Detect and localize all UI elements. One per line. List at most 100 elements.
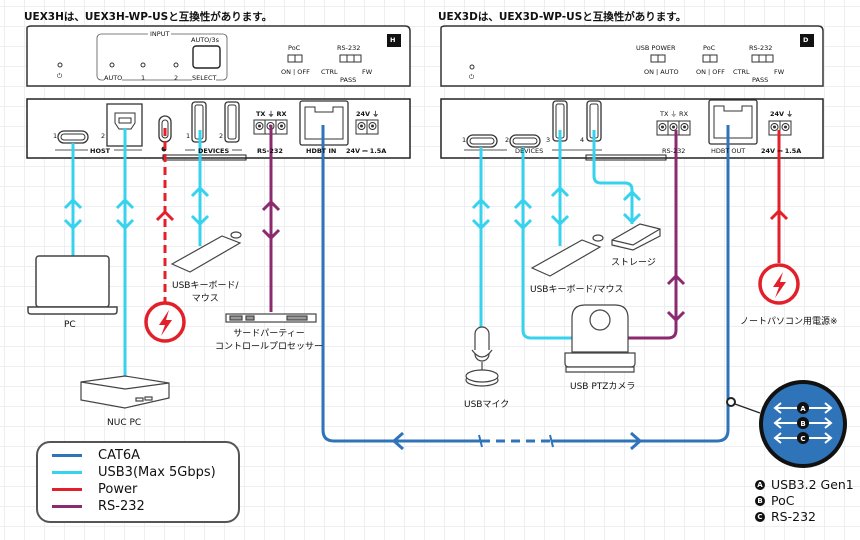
nuc-pc-label: NUC PC	[107, 418, 142, 428]
device-port-1-label: 1	[186, 132, 191, 140]
rs232-front-label: RS-232	[337, 44, 361, 52]
legend-item-rs232: RS-232	[52, 499, 145, 514]
controller-label: サードパーティー コントロールプロセッサー	[215, 329, 324, 352]
legend-swatch	[52, 471, 82, 474]
fw-label: FW	[362, 68, 373, 76]
host-port-1-label: 1	[53, 132, 58, 140]
laptop-icon	[27, 255, 118, 315]
legend: CAT6A USB3(Max 5Gbps) Power RS-232	[36, 441, 240, 523]
transmitter-front-panel	[26, 25, 411, 87]
key-b: B	[800, 420, 805, 428]
legend-swatch	[52, 488, 82, 491]
power-cables	[155, 128, 789, 302]
rx-pass-label: PASS	[752, 76, 769, 84]
keyboard-icon-tx	[170, 231, 242, 273]
rx-poc-switch-label: ON | OFF	[696, 68, 725, 76]
cable-key-c: C RS-232	[755, 509, 816, 524]
device-port-2-label: 2	[219, 132, 224, 140]
key-c: C	[800, 435, 805, 443]
legend-item-cat6a: CAT6A	[52, 448, 140, 463]
usb-power-switch-label: ON | AUTO	[644, 68, 679, 76]
rx-poc-label: PoC	[703, 44, 716, 52]
key-label: PoC	[771, 493, 795, 508]
receiver-rear-panel	[440, 98, 824, 161]
rx-device-port-1-label: 1	[462, 136, 467, 144]
rx-ctrl-label: CTRL	[733, 68, 750, 76]
rx-rs232-pins-label: TX ⏚ RX	[660, 110, 689, 118]
select-button[interactable]	[192, 45, 221, 69]
power-pins-label: 24V ⏚	[356, 110, 379, 118]
led-label-1: 1	[141, 74, 146, 82]
rx-rs232-rear-label: RS-232	[662, 147, 686, 155]
legend-swatch	[52, 505, 82, 508]
ctrl-label: CTRL	[321, 68, 338, 76]
cable-key-b: B PoC	[755, 493, 794, 508]
rx-power-pins-label: 24V ⏚	[770, 110, 793, 118]
keyboard-rx-label: USBキーボード/マウス	[530, 285, 624, 295]
devices-label: DEVICES	[198, 147, 230, 155]
rx-badge: D	[803, 36, 809, 44]
rx-devices-label: DEVICES	[515, 147, 544, 155]
receiver-front-panel	[440, 25, 824, 87]
host-label: HOST	[90, 147, 111, 155]
rx-power-icon: ⏻	[469, 73, 475, 81]
legend-label: RS-232	[98, 499, 145, 514]
rx-fw-label: FW	[774, 68, 785, 76]
rs232-cables	[261, 125, 686, 340]
usb3-cables-tx	[63, 128, 210, 378]
cable-key-a: A USB3.2 Gen1	[755, 477, 854, 492]
led-label-2: 2	[174, 74, 179, 82]
usb3-cables-rx	[471, 130, 642, 340]
storage-label: ストレージ	[611, 258, 656, 268]
legend-label: CAT6A	[98, 448, 141, 463]
legend-swatch	[52, 454, 82, 457]
tx-badge: H	[390, 36, 396, 44]
power-rating-label: 24V ⎓ 1.5A	[346, 147, 387, 155]
pass-label: PASS	[340, 76, 357, 84]
nuc-pc-icon	[80, 375, 170, 409]
controller-icon	[225, 313, 317, 323]
power-source-tx	[144, 301, 186, 343]
keyboard-tx-label: USBキーボード/ マウス	[172, 281, 239, 304]
rx-device-port-4-label: 4	[580, 136, 585, 144]
key-a: A	[800, 405, 806, 413]
legend-label: Power	[98, 482, 138, 497]
transmitter-caption: UEX3Hは、UEX3H-WP-USと互換性があります。	[24, 11, 273, 23]
microphone-icon	[465, 326, 499, 387]
hdbt-out-label: HDBT OUT	[711, 147, 746, 155]
poc-label: PoC	[288, 44, 301, 52]
legend-item-power: Power	[52, 482, 137, 497]
camera-label: USB PTZカメラ	[570, 382, 636, 392]
rx-rs232-switch[interactable]	[751, 54, 774, 63]
rs232-pins-label: TX ⏚ RX	[256, 110, 287, 118]
transmitter-rear-panel	[26, 98, 411, 161]
poc-switch-label: ON | OFF	[281, 68, 310, 76]
cable-cross-section: A B C	[726, 380, 847, 468]
host-port-2-label: 2	[101, 132, 106, 140]
key-label: USB3.2 Gen1	[771, 477, 854, 492]
laptop-power-label: ノートパソコン用電源※	[740, 317, 838, 327]
rx-power-rating-label: 24V ⎓ 1.5A	[761, 147, 802, 155]
power-source-rx	[758, 263, 800, 305]
key-dot: C	[755, 511, 765, 522]
rx-device-port-2-label: 2	[505, 136, 510, 144]
rx-rs232-front-label: RS-232	[749, 44, 773, 52]
receiver-caption: UEX3Dは、UEX3D-WP-USと互換性があります。	[438, 11, 687, 23]
led-label-auto: AUTO	[104, 74, 123, 82]
select-label: SELECT	[192, 74, 217, 82]
key-label: RS-232	[771, 509, 816, 524]
key-dot: B	[755, 495, 765, 506]
mic-label: USBマイク	[464, 400, 510, 410]
hdbt-in-label: HDBT IN	[306, 147, 337, 155]
ptz-camera-icon	[564, 304, 636, 373]
key-dot: A	[755, 479, 765, 490]
rx-device-port-3-label: 3	[546, 136, 551, 144]
storage-icon	[611, 223, 661, 251]
rs232-switch[interactable]	[339, 54, 362, 63]
power-icon: ⏻	[57, 72, 63, 80]
pc-label: PC	[64, 320, 76, 330]
cat6a-cable	[321, 125, 730, 451]
keyboard-icon-rx	[530, 234, 604, 277]
usb-power-label: USB POWER	[636, 44, 676, 52]
